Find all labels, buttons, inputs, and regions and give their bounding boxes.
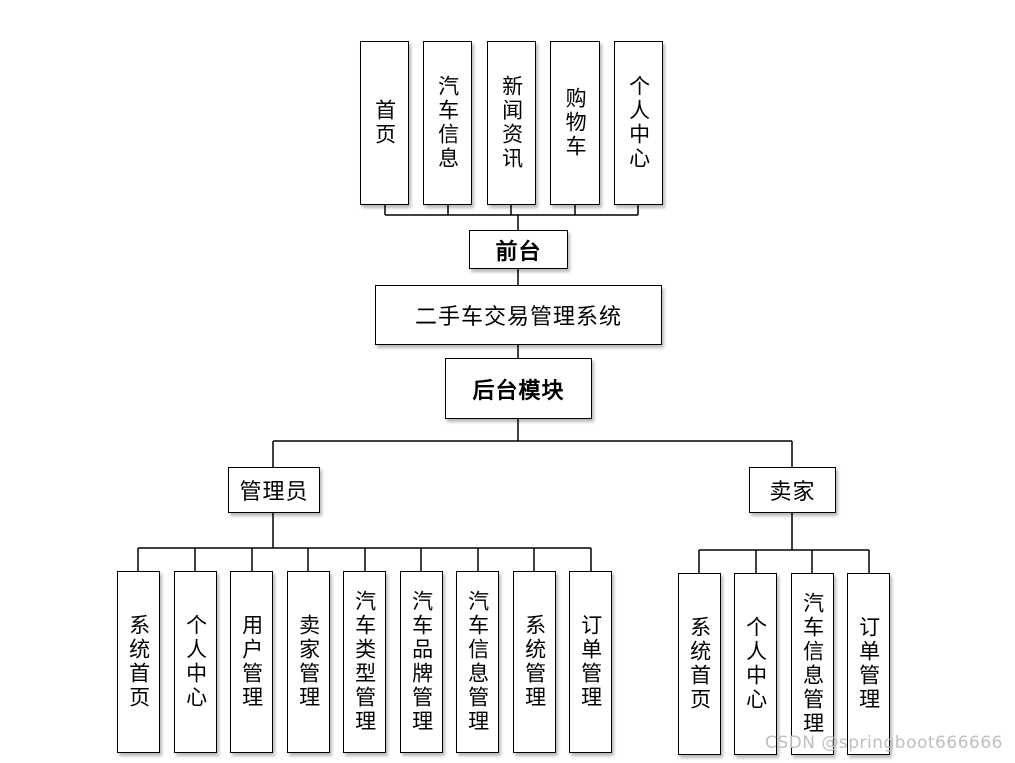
frontend-item-home: 首页 bbox=[360, 41, 409, 205]
seller-item-dashboard: 系统首页 bbox=[678, 573, 721, 755]
admin-item-car-info-management: 汽车信息管理 bbox=[456, 571, 499, 753]
seller-item-label: 系统首页 bbox=[687, 616, 712, 712]
admin-item-label: 用户管理 bbox=[239, 614, 264, 710]
frontend-item-label: 汽车信息 bbox=[435, 75, 460, 171]
seller-node-label: 卖家 bbox=[769, 480, 816, 505]
admin-node-label: 管理员 bbox=[239, 480, 309, 505]
admin-item-label: 汽车品牌管理 bbox=[409, 590, 434, 734]
seller-item-label: 汽车信息管理 bbox=[800, 592, 825, 736]
admin-item-label: 汽车信息管理 bbox=[465, 590, 490, 734]
admin-item-label: 汽车类型管理 bbox=[352, 590, 377, 734]
frontend-item-car-info: 汽车信息 bbox=[423, 41, 472, 205]
admin-item-dashboard: 系统首页 bbox=[117, 571, 160, 753]
admin-item-label: 订单管理 bbox=[578, 614, 603, 710]
admin-node: 管理员 bbox=[228, 467, 320, 513]
admin-item-profile: 个人中心 bbox=[174, 571, 217, 753]
frontend-item-label: 购物车 bbox=[563, 87, 588, 159]
admin-item-label: 卖家管理 bbox=[296, 614, 321, 710]
backend-node: 后台模块 bbox=[445, 358, 592, 419]
frontend-item-label: 个人中心 bbox=[626, 75, 651, 171]
admin-item-label: 系统首页 bbox=[126, 614, 151, 710]
frontend-item-news: 新闻资讯 bbox=[487, 41, 536, 205]
admin-item-label: 系统管理 bbox=[522, 614, 547, 710]
admin-item-system-management: 系统管理 bbox=[513, 571, 556, 753]
admin-item-order-management: 订单管理 bbox=[569, 571, 612, 753]
seller-item-label: 订单管理 bbox=[856, 616, 881, 712]
admin-item-user-management: 用户管理 bbox=[230, 571, 273, 753]
admin-item-car-brand-management: 汽车品牌管理 bbox=[400, 571, 443, 753]
frontend-item-profile: 个人中心 bbox=[614, 41, 663, 205]
frontend-item-label: 新闻资讯 bbox=[499, 75, 524, 171]
seller-item-car-info-management: 汽车信息管理 bbox=[791, 573, 834, 755]
system-root-label: 二手车交易管理系统 bbox=[414, 305, 622, 330]
seller-item-order-management: 订单管理 bbox=[847, 573, 890, 755]
backend-node-label: 后台模块 bbox=[472, 378, 565, 404]
admin-item-car-type-management: 汽车类型管理 bbox=[343, 571, 386, 753]
frontend-item-cart: 购物车 bbox=[550, 41, 600, 205]
watermark: CSDN @springboot666666 bbox=[765, 733, 1003, 753]
seller-item-label: 个人中心 bbox=[743, 616, 768, 712]
system-root-node: 二手车交易管理系统 bbox=[375, 285, 662, 345]
admin-item-seller-management: 卖家管理 bbox=[287, 571, 330, 753]
seller-node: 卖家 bbox=[749, 467, 836, 513]
frontend-node-label: 前台 bbox=[495, 239, 542, 265]
admin-item-label: 个人中心 bbox=[183, 614, 208, 710]
frontend-node: 前台 bbox=[469, 230, 568, 269]
frontend-item-label: 首页 bbox=[372, 99, 397, 147]
seller-item-profile: 个人中心 bbox=[734, 573, 777, 755]
